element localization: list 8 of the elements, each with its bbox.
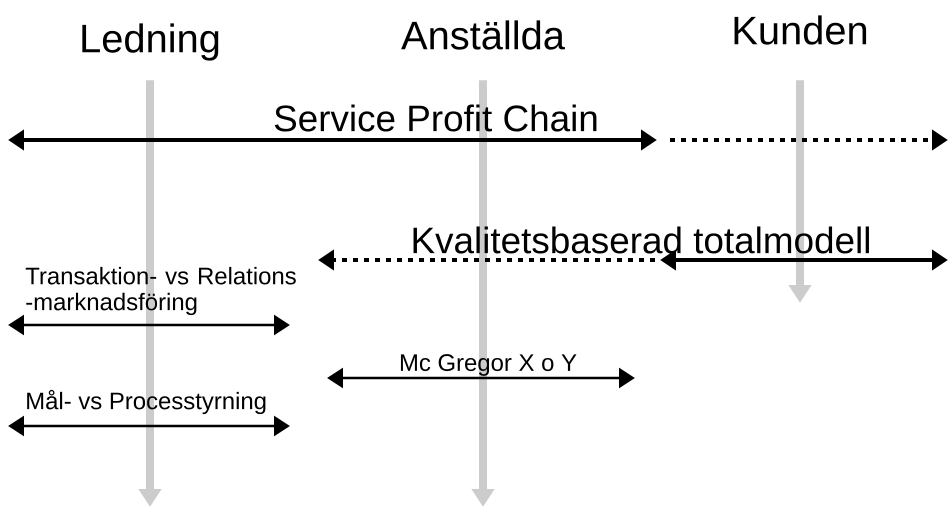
arrow-label: Service Profit Chain <box>274 104 596 132</box>
arrow-label: Kvalitetsbaserad totalmodell <box>414 226 869 254</box>
column-heading: Kunden <box>734 15 866 45</box>
arrow-label: Mc Gregor X o Y <box>400 354 576 376</box>
arrow-label: Transaktion- vs Relations -marknadsföring <box>26 266 296 316</box>
column-heading: Ledning <box>82 23 218 61</box>
arrow-label: Mål- vs Processtyrning <box>27 390 266 414</box>
column-heading: Anställda <box>401 20 565 50</box>
